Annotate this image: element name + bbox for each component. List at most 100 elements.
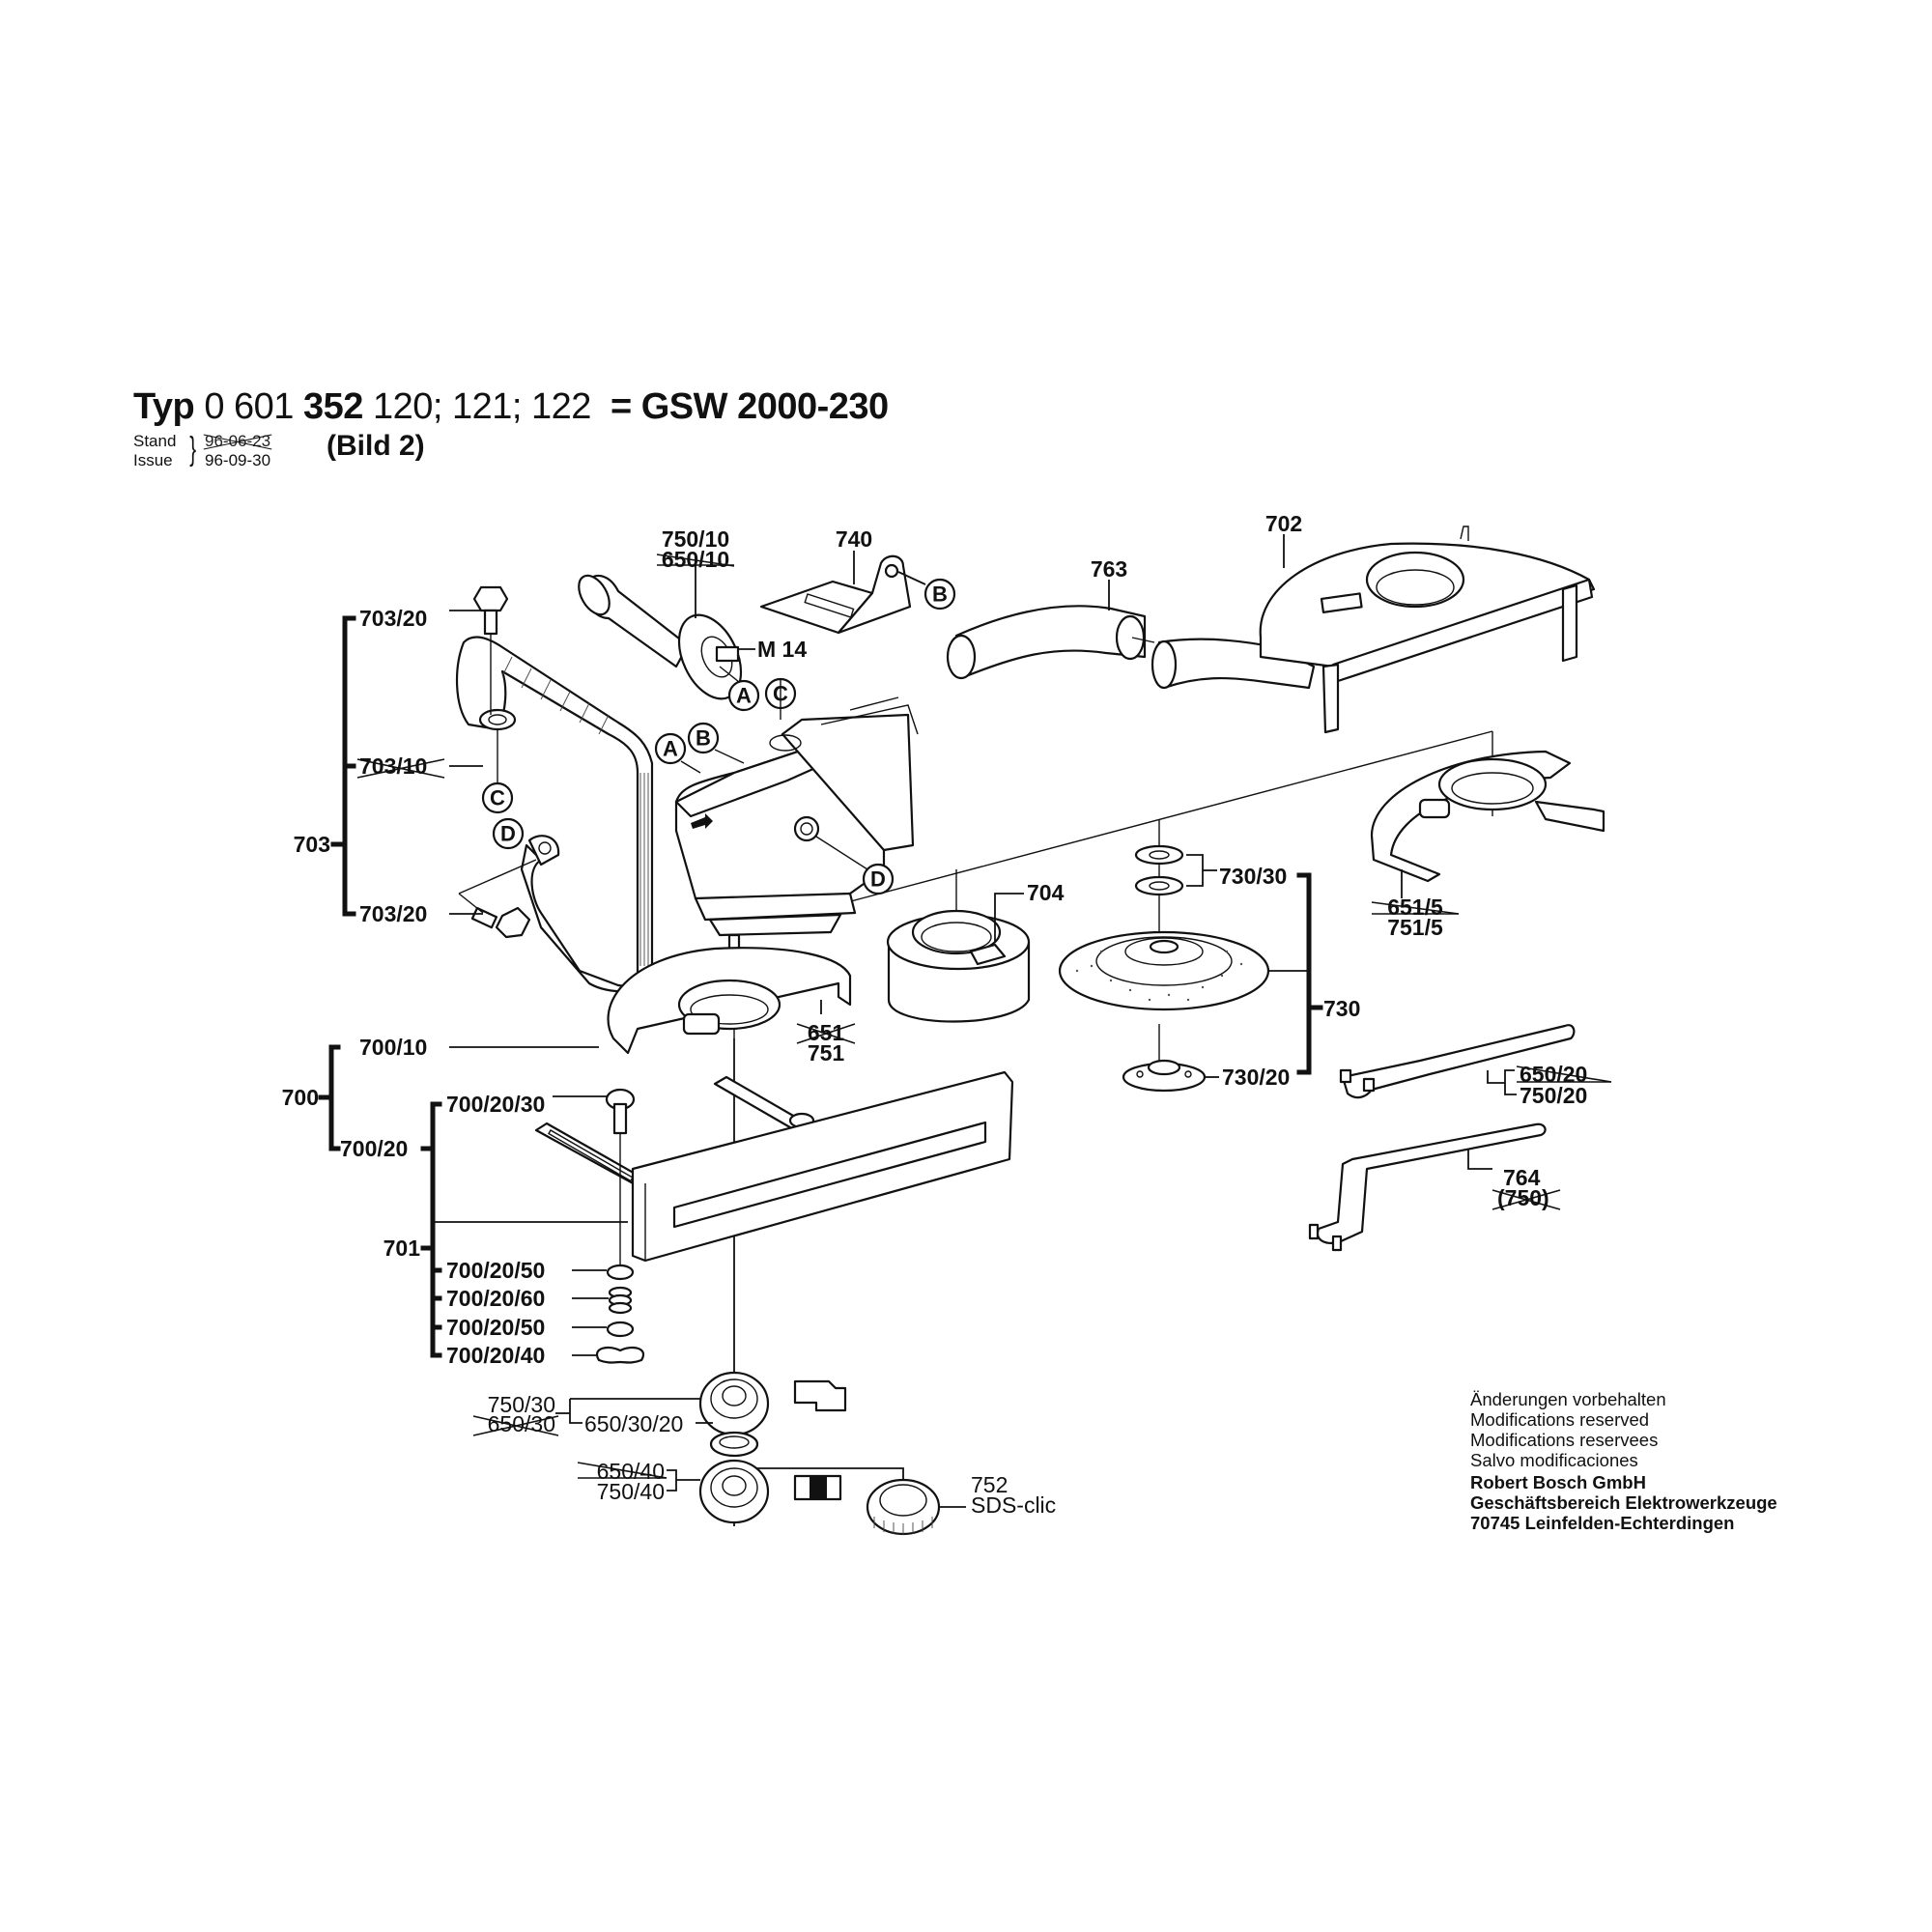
bracket-740 [759, 554, 912, 635]
model-name: = GSW 2000-230 [611, 386, 889, 427]
leader-704 [994, 893, 1024, 942]
spanner-750-20 [1339, 1024, 1576, 1099]
brace-icon: } [189, 431, 197, 468]
bolt-bottom-icon [495, 906, 531, 939]
svg-text:D: D [870, 867, 886, 892]
reference-markers: A C A B B C D D [481, 578, 956, 895]
notice-line-es: Salvo modificaciones [1470, 1450, 1638, 1470]
diagram-header: Typ 0 601 352 120; 121; 122 = GSW 2000-2… [133, 386, 889, 474]
ref-d-handle: D [492, 817, 525, 850]
figure-number: (Bild 2) [327, 430, 425, 462]
ref-c-handle: C [481, 781, 514, 814]
flange-profile-icon [793, 1379, 847, 1412]
label-701: 701 [384, 1236, 421, 1261]
cutting-guide-701 [534, 1070, 1014, 1364]
label-750-20: 750/20 [1520, 1083, 1587, 1108]
label-704: 704 [1027, 880, 1065, 905]
typ-label: Typ [133, 386, 195, 427]
type-title: Typ 0 601 352 120; 121; 122 = GSW 2000-2… [133, 386, 889, 428]
pad-texture [1075, 950, 1243, 1002]
svg-text:A: A [736, 684, 752, 708]
label-763: 763 [1091, 556, 1127, 582]
issue-label: Issue [133, 451, 173, 469]
guard-751-5 [1370, 750, 1605, 883]
label-750-10: 750/10 [662, 526, 729, 552]
flange-750-30 [698, 1371, 770, 1436]
backing-pad-730 [1058, 844, 1270, 1093]
svg-text:C: C [490, 786, 505, 810]
label-703-20-bottom: 703/20 [359, 901, 427, 926]
label-703: 703 [294, 832, 330, 857]
stand-issue-labels: Stand Issue [133, 432, 176, 470]
label-700-20-50-a: 700/20/50 [446, 1258, 545, 1283]
washer-730-30-b [1134, 875, 1184, 896]
label-750-30: 750/30 [488, 1392, 555, 1417]
label-752: 752 [971, 1472, 1008, 1497]
leader-750-20 [1487, 1070, 1505, 1084]
svg-text:D: D [500, 822, 516, 846]
ref-b-body: B [687, 722, 720, 754]
label-651-struck: 651 [808, 1020, 845, 1045]
label-702: 702 [1265, 511, 1302, 536]
bolt-top-icon [472, 585, 509, 612]
issue-date: 96-09-30 [205, 451, 271, 469]
label-650-10-struck: 650/10 [662, 547, 729, 572]
brace-730 [1186, 854, 1323, 1078]
extraction-guard-702 [1151, 526, 1596, 734]
auxiliary-handle [578, 574, 743, 700]
washer-730-30-a [1134, 844, 1184, 866]
company-division: Geschäftsbereich Elektrowerkzeuge [1470, 1492, 1777, 1513]
assembly-line-main [733, 730, 1493, 933]
leader-b-bracket [897, 571, 926, 585]
type-variants: 120; 121; 122 [372, 386, 591, 427]
label-700-20-30: 700/20/30 [446, 1092, 545, 1117]
ref-a-handle: A [727, 679, 760, 712]
revision-dates: 96-06-23 96-09-30 [205, 432, 270, 470]
label-730: 730 [1323, 996, 1360, 1021]
leader-764 [1467, 1150, 1492, 1170]
label-700-20-40: 700/20/40 [446, 1343, 545, 1368]
stand-label: Stand [133, 432, 177, 450]
label-751-5: 751/5 [1387, 915, 1443, 940]
brace-700 [318, 1044, 628, 1358]
m14-thread [715, 645, 740, 663]
company-address: 70745 Leinfelden-Echterdingen [1470, 1513, 1735, 1533]
label-700-20-50-b: 700/20/50 [446, 1315, 545, 1340]
flange-750-40 [698, 1459, 770, 1524]
part-labels: 750/10 650/10 740 763 702 703/20 703/10 … [282, 511, 1612, 1518]
wing-nut-icon [596, 1346, 644, 1364]
brace-750-20 [1504, 1069, 1517, 1095]
revision-block: Stand Issue } 96-06-23 96-09-30 (Bild 2) [133, 428, 889, 474]
label-703-20-top: 703/20 [359, 606, 427, 631]
label-m14: M 14 [757, 637, 807, 662]
svg-text:B: B [696, 726, 711, 751]
flange-leaders [555, 1398, 966, 1508]
label-751: 751 [808, 1040, 845, 1065]
label-650-30-20: 650/30/20 [584, 1411, 683, 1436]
label-651-5-struck: 651/5 [1387, 895, 1443, 920]
angle-grinder-body [674, 696, 919, 956]
company-name: Robert Bosch GmbH [1470, 1472, 1646, 1492]
label-700-10: 700/10 [359, 1035, 427, 1060]
label-740: 740 [836, 526, 872, 552]
brace-703 [330, 610, 483, 917]
notice-line-de: Änderungen vorbehalten [1470, 1389, 1666, 1409]
notice-line-en: Modifications reserved [1470, 1409, 1650, 1430]
label-764: 764 [1503, 1165, 1541, 1190]
guard-751 [607, 947, 852, 1055]
svg-text:B: B [932, 582, 948, 607]
notice-line-fr: Modifications reservees [1470, 1430, 1659, 1450]
label-750-40: 750/40 [597, 1479, 665, 1504]
flanges [698, 1371, 941, 1536]
stand-date-struck: 96-06-23 [205, 432, 271, 450]
suction-hood-704 [886, 909, 1031, 1023]
svg-text:A: A [663, 737, 678, 761]
ref-b-bracket: B [923, 578, 956, 611]
direction-arrow-icon [691, 813, 713, 829]
notice-block: Änderungen vorbehalten Modifications res… [1470, 1389, 1777, 1533]
label-sds-clic: SDS-clic [971, 1492, 1056, 1518]
label-700: 700 [282, 1085, 319, 1110]
type-number-bold: 352 [302, 386, 363, 427]
hose-763 [946, 605, 1155, 680]
